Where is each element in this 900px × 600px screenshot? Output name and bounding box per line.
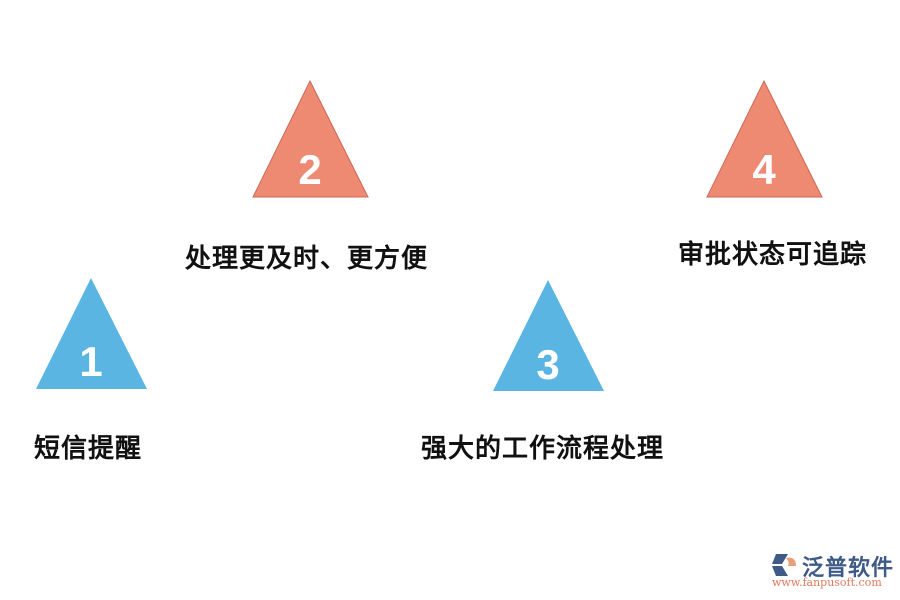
logo-url: www.fanpusoft.com: [772, 576, 882, 589]
triangle-4: 4: [706, 80, 824, 198]
triangle-3: 3: [493, 280, 605, 392]
triangle-3-number: 3: [536, 341, 559, 388]
triangle-2: 2: [252, 80, 370, 198]
logo: 泛普软件 www.fanpusoft.com: [768, 550, 898, 595]
logo-icon: [772, 554, 796, 576]
label-3: 强大的工作流程处理: [421, 434, 665, 464]
label-4: 审批状态可追踪: [678, 240, 868, 270]
label-2: 处理更及时、更方便: [185, 244, 429, 274]
label-1: 短信提醒: [34, 434, 143, 464]
triangle-2-number: 2: [298, 146, 321, 193]
triangle-4-number: 4: [752, 146, 776, 193]
triangle-1-number: 1: [79, 338, 102, 385]
triangle-1: 1: [36, 278, 148, 390]
logo-name: 泛普软件: [802, 556, 895, 581]
